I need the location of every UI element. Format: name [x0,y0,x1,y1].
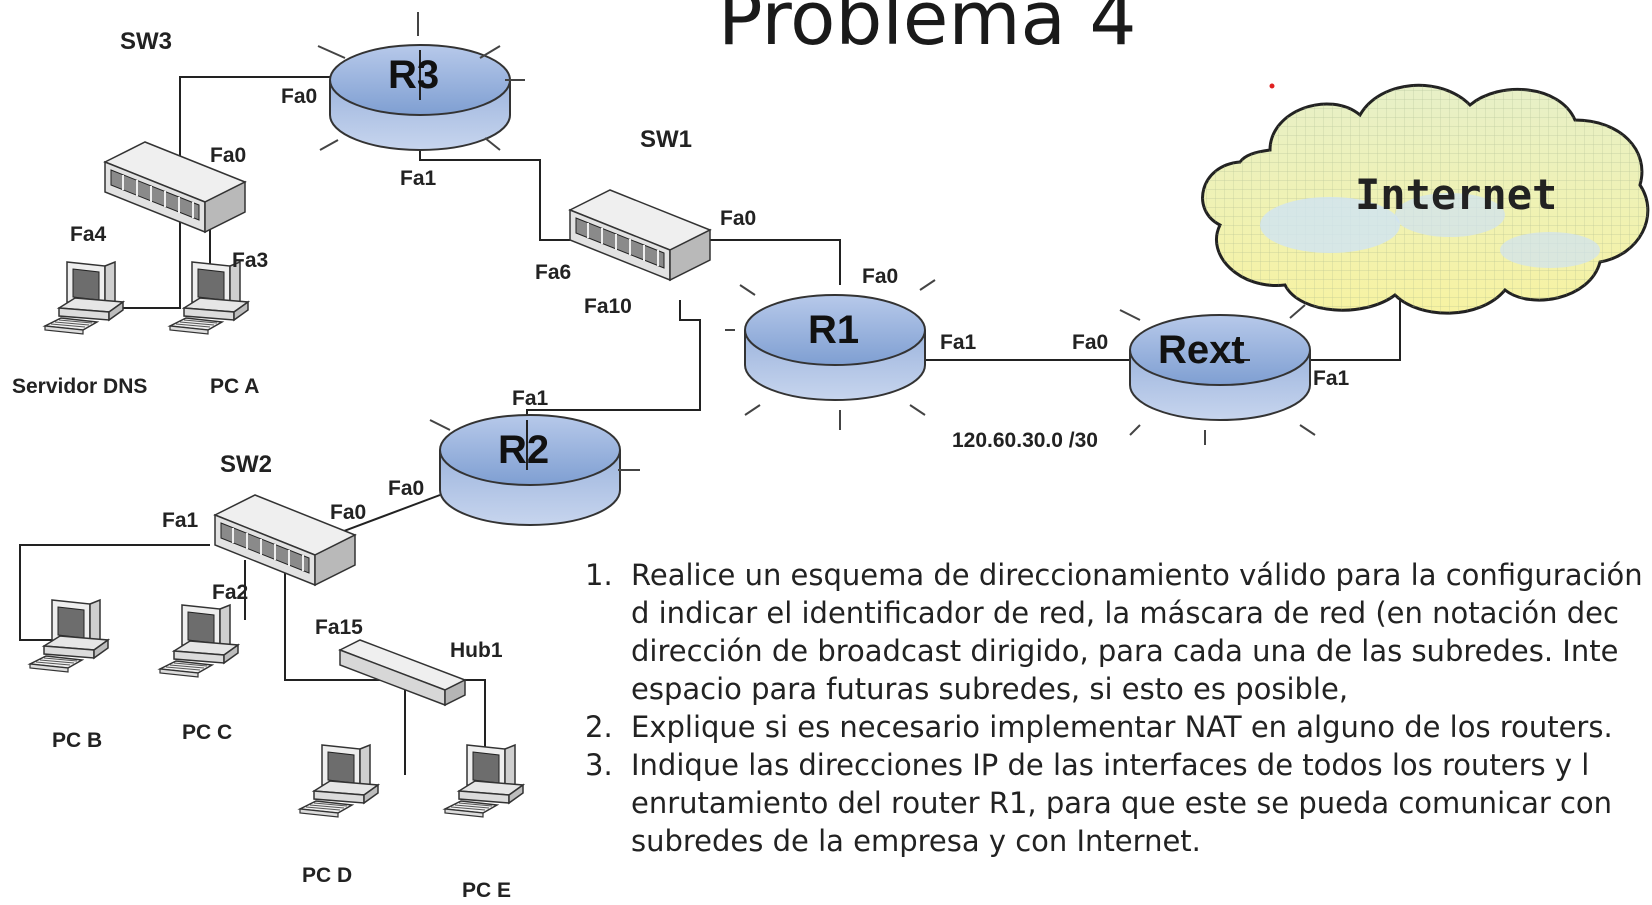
link-subnet-label: 120.60.30.0 /30 [952,429,1098,452]
task-number: 1. [585,558,613,592]
port-sw2-fa2: Fa2 [212,581,249,604]
host-dns-label: Servidor DNS [12,375,148,398]
host-pcc [159,604,239,678]
port-sw1-fa10: Fa10 [584,295,632,318]
port-r3-fa0: Fa0 [281,85,318,108]
host-pcb [29,599,109,673]
port-r2-fa0: Fa0 [388,477,425,500]
page-title: Problema 4 [718,0,1137,62]
switch-sw2-label: SW2 [220,451,273,478]
internet-cloud [1201,83,1650,315]
link-sw1-r1 [700,239,841,285]
link-r3-sw3 [179,76,330,170]
host-pcc-label: PC C [182,721,233,744]
switch-sw1-label: SW1 [640,126,693,153]
hub-hub1-label: Hub1 [450,639,503,662]
host-dns [44,261,124,335]
port-sw2-fa1: Fa1 [162,509,199,532]
port-sw1-fa6: Fa6 [535,261,572,284]
task-number: 2. [585,710,613,744]
port-rext-fa1: Fa1 [1313,367,1350,390]
task-list: 1. Realice un esquema de direccionamient… [585,556,1652,860]
router-r1-shape [725,279,936,430]
task-text: Realice un esquema de direccionamiento v… [631,558,1643,706]
port-sw3-fa3: Fa3 [232,249,269,272]
port-sw1-fa0: Fa0 [720,207,757,230]
task-item: 3. Indique las direcciones IP de las int… [585,746,1652,860]
port-sw3-fa4: Fa4 [70,223,107,246]
router-r2-label: R2 [498,428,550,472]
task-item: 1. Realice un esquema de direccionamient… [585,556,1652,708]
port-r1-fa0: Fa0 [862,265,899,288]
host-pce-label: PC E [462,879,512,902]
router-r3-label: R3 [388,53,440,97]
host-pcd-label: PC D [302,864,353,887]
task-text: Explique si es necesario implementar NAT… [631,710,1613,744]
router-shapes [317,12,1316,526]
host-pcd [299,744,379,818]
host-pcb-label: PC B [52,729,103,752]
port-r1-fa1: Fa1 [940,331,977,354]
router-r2-shape [429,414,640,526]
link-sw1-r2 [526,300,701,435]
router-rext-label: Rext [1158,328,1245,372]
red-dot [1269,83,1275,89]
link-sw2-pcb [19,544,210,641]
internet-label: Internet [1355,170,1558,219]
port-rext-fa0: Fa0 [1072,331,1109,354]
host-pca-label: PC A [210,375,260,398]
hub-hub1 [338,639,467,707]
port-r2-fa1: Fa1 [512,387,549,410]
router-r1-label: R1 [808,308,860,352]
router-rext-shape [1119,304,1316,445]
switch-sw1 [569,189,711,281]
port-sw3-fa0: Fa0 [210,144,247,167]
port-sw2-fa0: Fa0 [330,501,367,524]
task-item: 2. Explique si es necesario implementar … [585,708,1652,746]
port-r3-fa1: Fa1 [400,167,437,190]
host-pca [169,261,249,335]
port-sw2-fa15: Fa15 [315,616,363,639]
task-number: 3. [585,748,613,782]
task-text: Indique las direcciones IP de las interf… [631,748,1613,858]
host-pce [444,744,524,818]
switch-sw3-label: SW3 [120,28,173,55]
